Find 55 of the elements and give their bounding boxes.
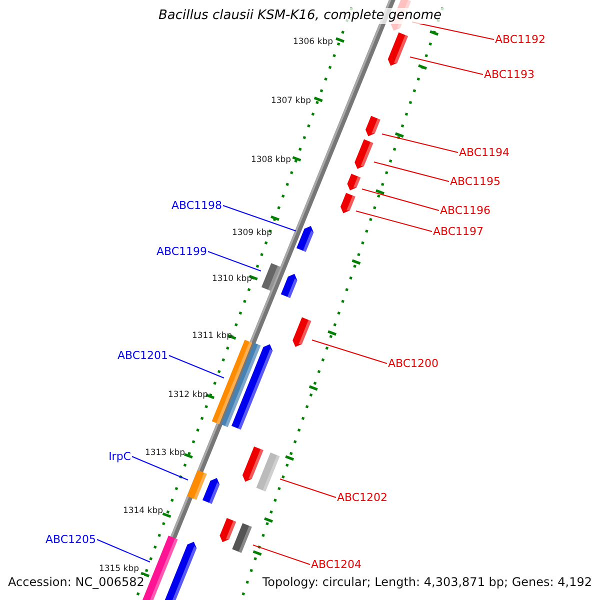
gene-label: ABC1192 <box>495 33 546 46</box>
gene-label: ABC1202 <box>337 491 388 504</box>
scale-label: 1315 kbp <box>98 564 139 574</box>
gene-feature <box>232 344 273 430</box>
accession-note: Accession: NC_006582 <box>8 575 144 589</box>
leader-line <box>168 355 224 378</box>
gene-feature <box>280 274 298 298</box>
gene-feature <box>340 192 356 214</box>
gene-label: ABC1201 <box>117 349 168 362</box>
leader-line <box>252 544 310 565</box>
gene-label: ABC1194 <box>459 146 510 159</box>
gene-label: ABC1196 <box>440 204 491 217</box>
gene-feature <box>347 174 361 190</box>
leader-line <box>356 210 432 232</box>
gene-feature <box>292 317 312 347</box>
gene-feature <box>221 342 261 428</box>
leader-line <box>280 478 336 498</box>
gene-label: ABC1199 <box>156 245 207 258</box>
leader-line <box>96 539 150 562</box>
gene-feature <box>388 32 408 66</box>
gene-feature <box>220 518 236 542</box>
scale-label: 1314 kbp <box>122 506 163 516</box>
gene-label: IrpC <box>108 450 131 463</box>
leader-line <box>132 456 188 480</box>
leader-line <box>312 340 388 364</box>
scale-label: 1306 kbp <box>292 37 333 47</box>
gene-feature <box>242 446 264 482</box>
leader-line <box>222 205 296 232</box>
scale-label: 1309 kbp <box>232 228 272 238</box>
leader-line <box>362 188 440 211</box>
genome-summary: Topology: circular; Length: 4,303,871 bp; Genes: 4,192 <box>262 575 592 589</box>
gene-feature <box>296 226 314 252</box>
scale-label: 1312 kbp <box>168 390 208 400</box>
scale-label: 1311 kbp <box>192 331 232 341</box>
gene-label: ABC1204 <box>311 558 362 571</box>
gene-feature <box>262 263 280 291</box>
leader-line <box>382 134 458 153</box>
gene-feature <box>187 470 207 500</box>
gene-label: ABC1200 <box>388 357 439 370</box>
gene-label: ABC1193 <box>484 68 535 81</box>
scale-label: 1308 kbp <box>250 155 291 165</box>
scale-label: 1307 kbp <box>270 96 311 106</box>
gene-feature <box>354 139 374 169</box>
gene-feature <box>256 452 280 492</box>
leader-line <box>410 56 484 75</box>
scale-label: 1313 kbp <box>144 448 185 458</box>
gene-label: ABC1195 <box>450 175 501 188</box>
scale-label: 1310 kbp <box>212 274 252 284</box>
gene-label: ABC1198 <box>171 199 222 212</box>
gene-feature <box>202 478 220 504</box>
gene-label: ABC1197 <box>433 225 484 238</box>
gene-feature <box>232 523 252 553</box>
gene-label: ABC1205 <box>45 533 96 546</box>
gene-feature <box>366 116 380 136</box>
leader-line <box>208 251 262 272</box>
